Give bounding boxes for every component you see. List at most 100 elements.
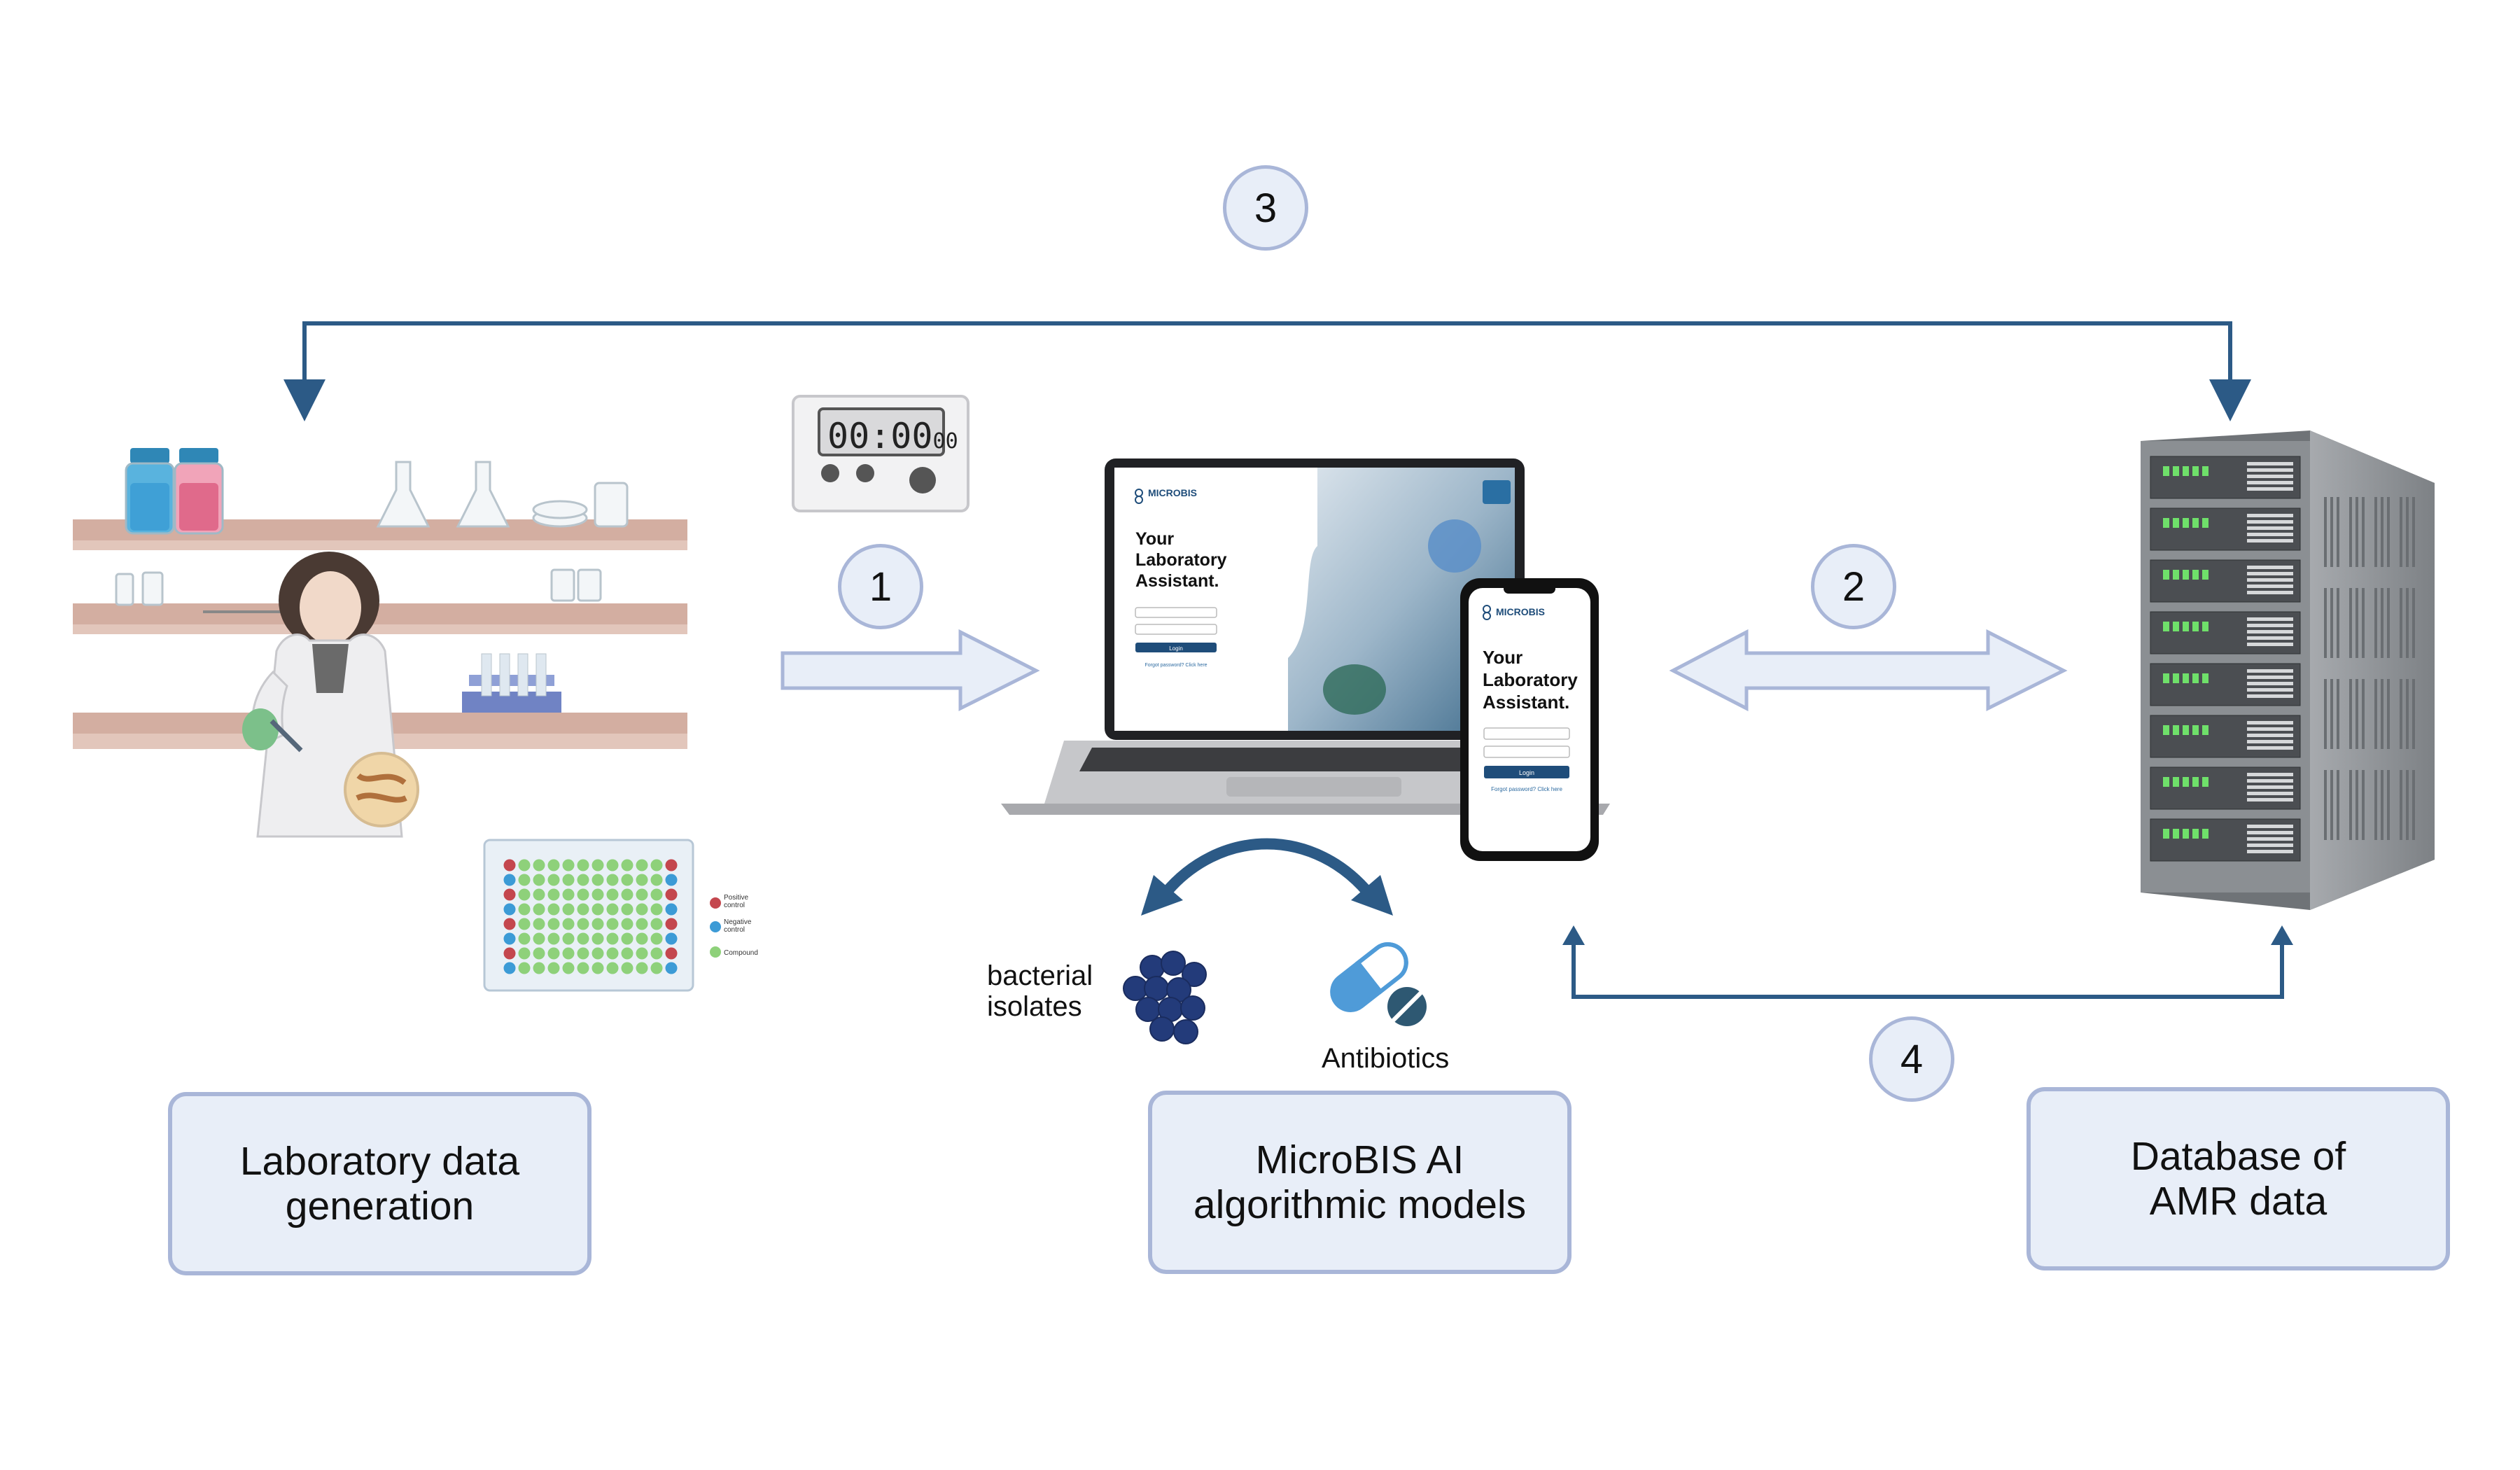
box-database-amr-data: Database of AMR data bbox=[2026, 1087, 2450, 1270]
connector-4-arrow-left bbox=[1562, 925, 1585, 945]
plate-well bbox=[592, 962, 604, 974]
plate-well bbox=[577, 903, 589, 916]
timer-device: 00:0000 bbox=[792, 395, 969, 512]
plate-well bbox=[533, 859, 545, 872]
plate-well bbox=[592, 918, 604, 930]
plate-well bbox=[562, 932, 575, 945]
plate-well bbox=[665, 962, 678, 974]
plate-well bbox=[562, 918, 575, 930]
antibiotics-label: Antibiotics bbox=[1322, 1043, 1450, 1074]
plate-well bbox=[636, 918, 648, 930]
plate-well bbox=[503, 947, 516, 960]
phone-logo-icon bbox=[1483, 605, 1491, 620]
box-db-text: Database of AMR data bbox=[2130, 1133, 2346, 1224]
plate-well bbox=[547, 888, 560, 901]
plate-well bbox=[518, 918, 531, 930]
plate-well bbox=[621, 874, 634, 886]
plate-well bbox=[636, 888, 648, 901]
plate-well bbox=[606, 962, 619, 974]
plate-well bbox=[606, 932, 619, 945]
plate-well bbox=[592, 874, 604, 886]
plate-well bbox=[621, 932, 634, 945]
plate-well bbox=[606, 903, 619, 916]
plate-well bbox=[562, 888, 575, 901]
scientist-figure bbox=[242, 552, 419, 838]
plate-well bbox=[577, 874, 589, 886]
plate-well bbox=[518, 859, 531, 872]
plate-well bbox=[577, 932, 589, 945]
step-2-badge: 2 bbox=[1811, 544, 1896, 629]
plate-well bbox=[621, 947, 634, 960]
plate-well bbox=[518, 947, 531, 960]
plate-well bbox=[650, 888, 663, 901]
plate-well bbox=[547, 932, 560, 945]
box-ai-text: MicroBIS AI algorithmic models bbox=[1193, 1137, 1527, 1227]
step-1-badge: 1 bbox=[838, 544, 923, 629]
plate-well bbox=[547, 947, 560, 960]
plate-well bbox=[533, 932, 545, 945]
plate-well bbox=[592, 947, 604, 960]
plate-well bbox=[592, 859, 604, 872]
plate-well bbox=[562, 903, 575, 916]
plate-well bbox=[665, 874, 678, 886]
laptop-login-button bbox=[1135, 643, 1217, 652]
phone-brand: MICROBIS bbox=[1496, 606, 1545, 617]
plate-well bbox=[518, 932, 531, 945]
plate-well bbox=[636, 947, 648, 960]
box-lab-text: Laboratory data generation bbox=[239, 1138, 520, 1228]
plate-well bbox=[606, 918, 619, 930]
laptop-brand: MICROBIS bbox=[1148, 487, 1197, 498]
plate-well bbox=[518, 874, 531, 886]
media-bottles bbox=[125, 448, 224, 535]
plate-well bbox=[503, 859, 516, 872]
plate-well bbox=[665, 932, 678, 945]
plate-well bbox=[533, 918, 545, 930]
plate-well bbox=[503, 903, 516, 916]
plate-well bbox=[518, 903, 531, 916]
legend-compound: Compound bbox=[724, 949, 758, 957]
plate-well bbox=[547, 903, 560, 916]
plate-well bbox=[547, 918, 560, 930]
plate-well bbox=[503, 918, 516, 930]
lab-shelves bbox=[73, 519, 687, 749]
svg-text:Login: Login bbox=[1169, 645, 1183, 652]
connector-3-line bbox=[284, 321, 2232, 421]
plate-well bbox=[621, 903, 634, 916]
step-1-number: 1 bbox=[869, 564, 892, 610]
step-2-number: 2 bbox=[1842, 564, 1865, 610]
block-arrow-2 bbox=[1669, 629, 2068, 712]
svg-text:Forgot password? Click here: Forgot password? Click here bbox=[1144, 663, 1207, 668]
plate-well bbox=[503, 962, 516, 974]
plate-well bbox=[592, 932, 604, 945]
plate-well bbox=[650, 903, 663, 916]
block-arrow-1 bbox=[780, 629, 1040, 712]
plate-well bbox=[518, 962, 531, 974]
step-4-number: 4 bbox=[1900, 1036, 1924, 1082]
plate-well bbox=[562, 962, 575, 974]
plate-well bbox=[636, 932, 648, 945]
plate-well bbox=[606, 947, 619, 960]
server-rack bbox=[2141, 430, 2435, 910]
plate-well bbox=[650, 874, 663, 886]
plate-well bbox=[547, 874, 560, 886]
plate-well bbox=[665, 903, 678, 916]
plate-well bbox=[606, 874, 619, 886]
plate-well bbox=[650, 918, 663, 930]
flasks bbox=[376, 461, 629, 528]
plate-well bbox=[650, 859, 663, 872]
plate-well bbox=[503, 932, 516, 945]
plate-well bbox=[606, 888, 619, 901]
plate-well bbox=[547, 962, 560, 974]
plate-well bbox=[650, 932, 663, 945]
step-4-badge: 4 bbox=[1869, 1016, 1954, 1102]
connector-4-arrow-right bbox=[2271, 925, 2293, 945]
plate-well bbox=[518, 888, 531, 901]
plate-well bbox=[577, 947, 589, 960]
plate-well bbox=[665, 888, 678, 901]
plate-well bbox=[650, 962, 663, 974]
plate-well bbox=[621, 859, 634, 872]
